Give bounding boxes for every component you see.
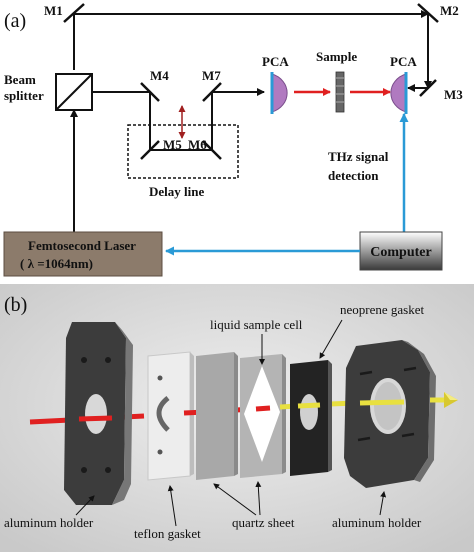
neoprene-gasket-label: neoprene gasket	[340, 302, 424, 317]
aluminum-holder-left-pointer	[75, 495, 95, 516]
neoprene-gasket-pointer	[319, 319, 343, 359]
beam-through-holder-right	[359, 399, 405, 406]
liquid-sample-cell-label: liquid sample cell	[210, 317, 303, 332]
computer: Computer	[359, 231, 443, 271]
beam-splitter-label-line2: splitter	[4, 88, 44, 103]
quartz-sheet-pointer-2	[255, 481, 262, 516]
beam-in-cell	[255, 405, 271, 412]
aluminum-holder-right-pointer	[379, 491, 387, 516]
quartz-sheet-pointer-1	[213, 483, 257, 516]
sample-label: Sample	[316, 49, 357, 64]
quartz-sheet-1	[196, 352, 238, 480]
beam-through-holder	[78, 415, 113, 422]
mirror-m2-label: M2	[440, 3, 459, 18]
liquid-sample-cell	[240, 354, 286, 478]
teflon-gasket-pointer	[167, 485, 177, 527]
mirror-m7: M7	[202, 68, 222, 102]
mirror-m4-label: M4	[150, 68, 169, 83]
aluminum-holder-right	[344, 340, 436, 488]
thz-signal-label-line1: THz signal	[328, 149, 389, 164]
aluminum-holder-left-label: aluminum holder	[4, 515, 94, 530]
mirror-m2: M2	[417, 3, 459, 23]
teflon-gasket	[147, 351, 194, 481]
mirror-m5: M5	[140, 137, 182, 160]
beam-through-neoprene	[297, 402, 321, 409]
pca-emitter: PCA	[262, 54, 289, 114]
beam-red-1	[29, 417, 71, 425]
mirror-m1: M1	[44, 3, 85, 23]
laser-beam-paths	[70, 10, 432, 232]
mirror-m1-label: M1	[44, 3, 63, 18]
sample: Sample	[316, 49, 357, 113]
aluminum-holder-left	[64, 322, 133, 505]
pca-emitter-label: PCA	[262, 54, 289, 69]
neoprene-gasket	[290, 360, 332, 476]
quartz-sheet-label: quartz sheet	[232, 515, 295, 530]
mirror-m5-label: M5	[163, 137, 182, 152]
teflon-gasket-label: teflon gasket	[134, 526, 201, 541]
delay-line-label: Delay line	[149, 184, 204, 199]
panel-a: (a) M1 M2 M3 M4	[3, 3, 463, 277]
pca-detector-label: PCA	[390, 54, 417, 69]
aluminum-holder-right-label: aluminum holder	[332, 515, 422, 530]
laser-label-line2: ( λ =1064nm)	[20, 256, 93, 271]
delay-line: Delay line	[127, 105, 239, 199]
mirror-m3: M3	[419, 79, 463, 102]
mirror-m3-label: M3	[444, 87, 463, 102]
pca-detector: PCA	[390, 54, 417, 114]
mirror-m6: M6	[188, 137, 222, 160]
femtosecond-laser: Femtosecond Laser ( λ =1064nm)	[3, 231, 163, 277]
computer-label: Computer	[370, 245, 431, 260]
mirror-m7-label: M7	[202, 68, 221, 83]
beam-splitter-label-line1: Beam	[4, 72, 36, 87]
panel-a-label: (a)	[4, 10, 26, 32]
panel-b: (b)	[0, 284, 474, 552]
mirror-m4: M4	[140, 68, 169, 102]
beam-splitter: Beam splitter	[4, 72, 93, 111]
mirror-m6-label: M6	[188, 137, 207, 152]
panel-b-label: (b)	[4, 294, 27, 316]
thz-signal-label-line2: detection	[328, 168, 379, 183]
laser-label-line1: Femtosecond Laser	[28, 238, 136, 253]
output-arrow	[430, 392, 458, 408]
